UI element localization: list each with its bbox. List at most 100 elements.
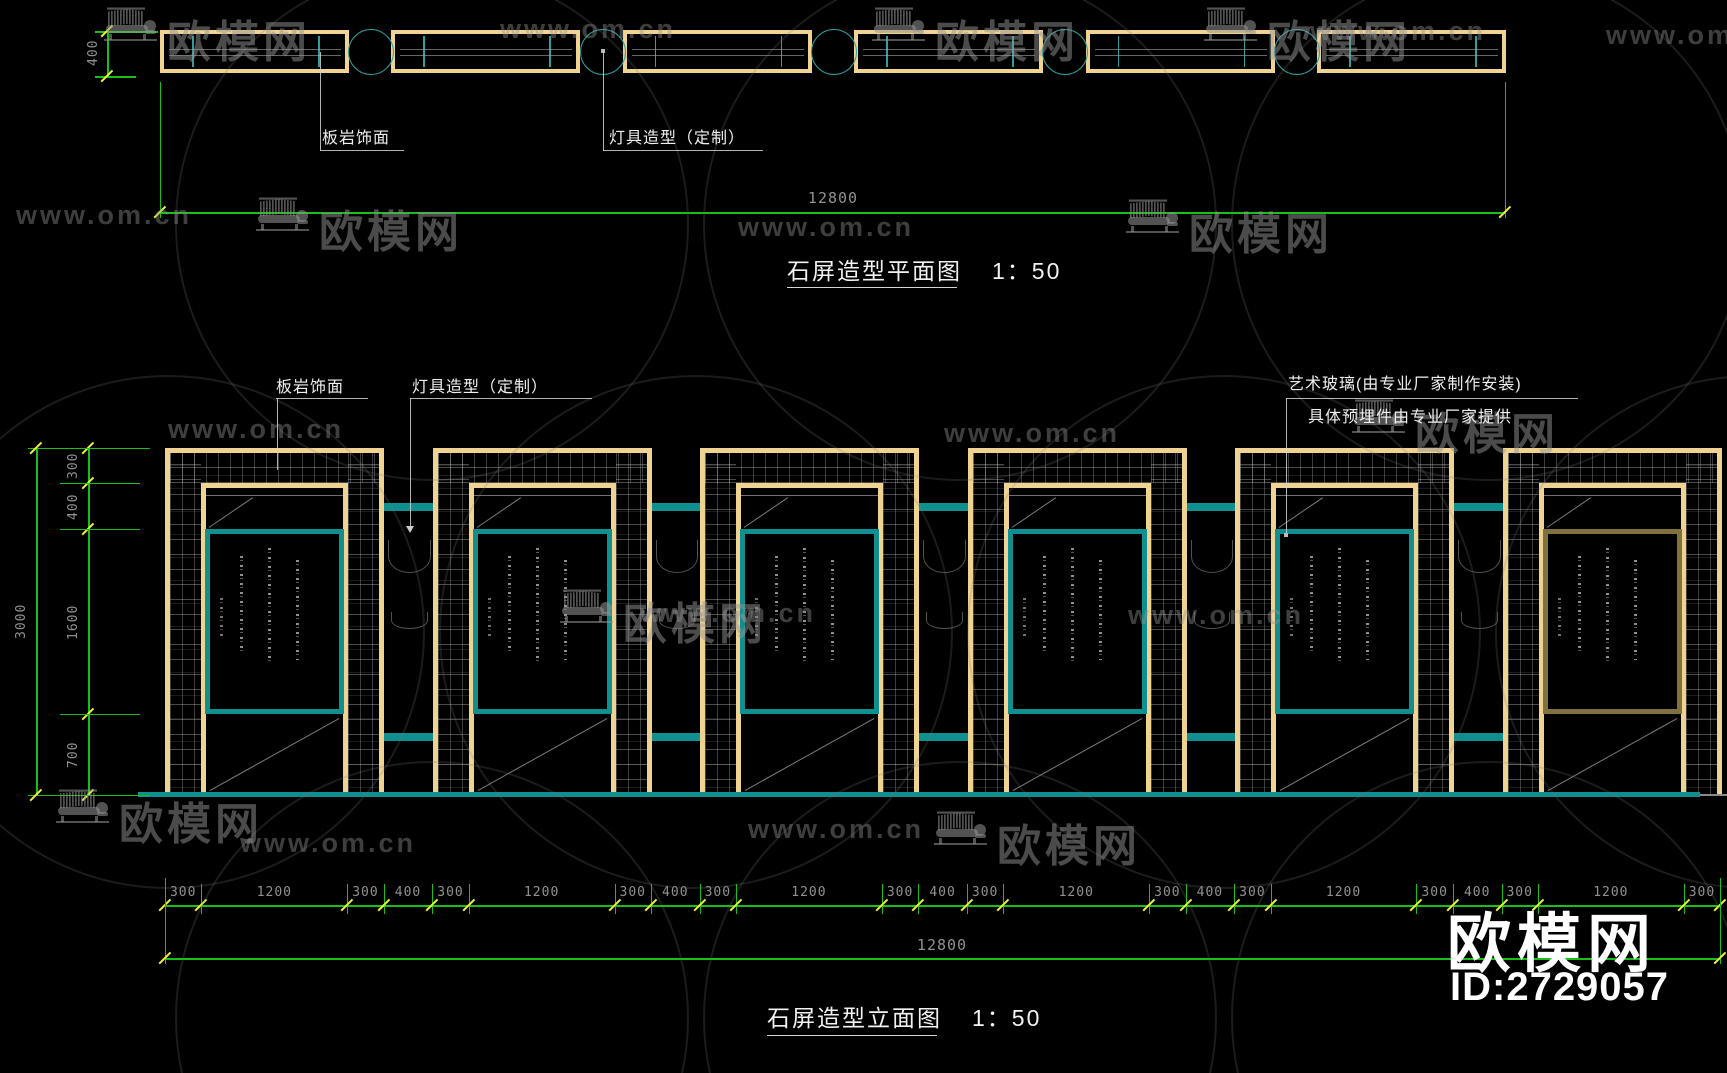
- elev-width-dim-text: 300: [1688, 885, 1716, 900]
- plan-panel: [160, 30, 349, 73]
- panel-stone-column-left: [437, 453, 469, 795]
- plan-panel-inner-line-right: [1012, 36, 1014, 67]
- elev-width-chain-ext: [651, 884, 652, 914]
- plan-panel-shelf-line-1: [1094, 49, 1267, 50]
- panel-art-glass: [1275, 529, 1415, 714]
- plan-depth-dim-line: [107, 31, 109, 76]
- panel-outer-frame-top: [700, 448, 920, 453]
- elev-height-ext-line: [28, 448, 150, 449]
- glass-script-signature: [1022, 598, 1026, 638]
- panel-outer-frame-left: [432, 448, 438, 795]
- plan-panel-shelf-line-2: [631, 55, 804, 56]
- panel-inner-frame-right: [1145, 483, 1151, 795]
- panel-lintel-line: [741, 495, 879, 496]
- panel-stone-column-right: [615, 453, 647, 795]
- gap-lamp-arc-small: [658, 612, 696, 629]
- elev-width-dim-text: 1200: [1593, 885, 1629, 900]
- elev-width-chain-ext: [699, 884, 701, 914]
- elev-slate-leader-underline: [276, 398, 368, 399]
- panel-outer-frame-left: [700, 448, 706, 795]
- plan-view-title: 石屏造型平面图 1：50: [787, 252, 1061, 286]
- gap-connector-bar-upper: [919, 503, 968, 511]
- elev-height-ext-line: [60, 483, 140, 484]
- elev-title-scale: 1：50: [972, 1005, 1042, 1031]
- elev-width-chain-ext: [1683, 884, 1685, 914]
- elev-width-chain-ext: [736, 884, 738, 914]
- panel-outer-frame-right: [1449, 448, 1455, 795]
- plan-total-ext-left: [160, 82, 161, 218]
- elev-width-chain-ext: [383, 884, 385, 914]
- plan-panel-shelf-line-2: [169, 55, 341, 56]
- panel-inner-frame-top: [736, 483, 884, 488]
- elev-width-chain-ext: [881, 884, 883, 914]
- gap-connector-bar-lower: [1186, 733, 1236, 741]
- glass-script-column: [1098, 560, 1102, 660]
- elev-glass-leader-dot: [1284, 533, 1288, 537]
- plan-slate-leader-underline: [320, 150, 404, 151]
- elev-height-ext-line: [60, 529, 140, 530]
- panel-stone-column-right: [348, 453, 379, 795]
- elev-width-dim-text: 300: [1154, 885, 1181, 900]
- panel-inner-frame-right: [878, 483, 884, 795]
- panel-stone-column-left: [705, 453, 737, 795]
- elev-width-chain-ext: [1234, 884, 1236, 914]
- elev-width-dim-text: 400: [1196, 885, 1224, 900]
- gap-connector-bar-lower: [919, 733, 968, 741]
- elev-width-dim-text: 300: [1421, 885, 1448, 900]
- elev-ground-line: [138, 792, 1700, 797]
- gap-lamp-arc: [655, 540, 699, 573]
- plan-label-lamp: 灯具造型（定制）: [609, 130, 746, 147]
- elev-view-title: 石屏造型立面图 1：50: [767, 999, 1041, 1033]
- plan-lamp-circle: [1273, 29, 1320, 75]
- plan-lamp-circle: [811, 29, 857, 75]
- plan-panel-shelf-line-1: [169, 49, 341, 50]
- elev-ground-line-tail: [1700, 794, 1727, 796]
- elev-width-chain-ext: [468, 884, 470, 914]
- panel-art-glass: [1543, 529, 1682, 714]
- panel-inner-frame-left: [736, 483, 742, 795]
- panel-art-glass: [205, 529, 344, 714]
- panel-outer-frame-top: [165, 448, 384, 453]
- panel-inner-frame-top: [468, 483, 616, 488]
- elev-width-chain-ext: [918, 884, 920, 914]
- glass-script-column: [1310, 556, 1314, 651]
- panel-inner-frame-right: [1413, 483, 1419, 795]
- panel-stone-band-top: [705, 453, 915, 483]
- gap-lamp-arc: [388, 540, 431, 573]
- panel-lintel-line: [1276, 495, 1414, 496]
- panel-outer-frame-left: [1235, 448, 1241, 795]
- elev-width-dim-text: 300: [169, 885, 197, 900]
- elev-slate-leader-line: [277, 398, 278, 470]
- plan-panel-inner-line-right: [1243, 36, 1246, 67]
- glass-script-column: [775, 556, 779, 651]
- elev-label-slate: 板岩饰面: [276, 379, 345, 396]
- panel-outer-frame-top: [1235, 448, 1455, 453]
- panel-inner-frame-right: [610, 483, 616, 795]
- glass-script-signature: [487, 598, 491, 638]
- elev-width-chain-ext: [1452, 884, 1454, 914]
- glass-script-column: [831, 560, 835, 660]
- panel-stone-column-right: [883, 453, 915, 795]
- gap-connector-bar-lower: [384, 733, 433, 741]
- elev-width-dim-text: 300: [437, 885, 464, 900]
- glass-script-column: [535, 548, 539, 663]
- plan-slate-leader-line: [320, 52, 321, 151]
- elev-label-glass: 艺术玻璃(由专业厂家制作安装): [1288, 376, 1522, 393]
- plan-panel-inner-line-left: [1349, 36, 1351, 67]
- elev-width-dim-text: 300: [704, 885, 732, 900]
- plan-panel-inner-line-left: [1117, 36, 1120, 67]
- elev-width-dim-text: 1200: [1325, 885, 1362, 900]
- panel-outer-frame-top: [1503, 448, 1722, 453]
- elev-width-chain-ext: [1416, 884, 1418, 914]
- plan-lamp-leader-line: [603, 52, 604, 151]
- elev-label-lamp: 灯具造型（定制）: [412, 379, 549, 396]
- gap-lamp-arc-small: [926, 612, 963, 629]
- elev-height-ext-line: [60, 714, 140, 715]
- glass-script-signature: [755, 598, 759, 638]
- elev-panel: [700, 448, 920, 795]
- elev-width-dim-text: 300: [971, 885, 999, 900]
